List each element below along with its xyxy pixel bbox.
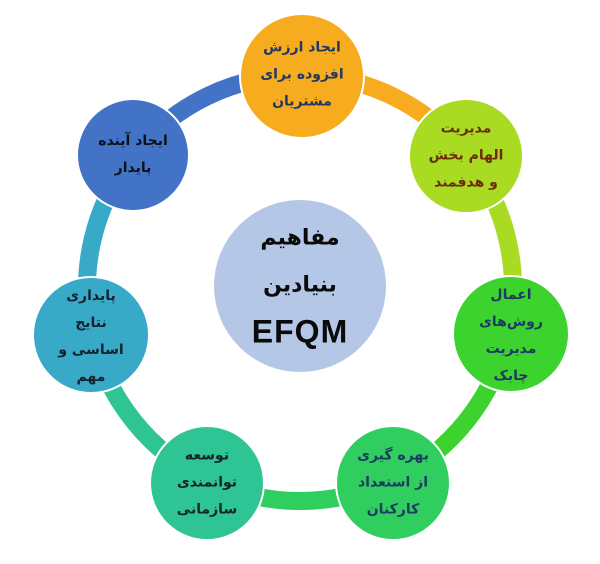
- label-line: الهام بخش: [428, 147, 504, 164]
- node-circle-employee-talent: [335, 425, 451, 541]
- label-line: از استعداد: [358, 474, 428, 491]
- label-line: اساسی و: [58, 342, 124, 358]
- label-line: ایجاد ارزش: [263, 39, 341, 56]
- label-line: سازمانی: [176, 501, 238, 518]
- node-circle-agile-methods: [452, 275, 570, 393]
- label-line: مدیریت: [485, 341, 537, 357]
- node-label-customer-value: ایجاد ارزش افزوده برای مشتریان: [236, 35, 368, 116]
- node-label-org-capability: توسعه توانمندی سازمانی: [141, 443, 273, 524]
- label-line: اعمال: [490, 287, 532, 303]
- label-line: پایدار: [114, 160, 152, 176]
- label-line: نتایج: [75, 315, 107, 331]
- label-line: بنیادین: [263, 272, 337, 298]
- label-line: مدیریت: [440, 120, 492, 137]
- label-line: مهم: [76, 369, 106, 385]
- node-circle-results-sustainability: [32, 276, 150, 394]
- label-line: ایجاد آینده: [98, 133, 168, 149]
- label-line: چابک: [493, 368, 529, 384]
- label-line: و هدفمند: [434, 174, 498, 191]
- node-label-employee-talent: بهره گیری از استعداد کارکنان: [327, 443, 459, 524]
- label-line: پایداری: [66, 288, 116, 304]
- efqm-wordmark: EFQM: [251, 313, 349, 350]
- node-label-results-sustainability: پایداری نتایج اساسی و مهم: [25, 283, 157, 391]
- label-line: مفاهیم: [260, 225, 340, 251]
- node-circle-sustainable-future: [76, 98, 190, 212]
- label-line: بهره گیری: [357, 447, 429, 464]
- label-line: کارکنان: [366, 501, 420, 518]
- node-circle-customer-value: [239, 13, 365, 139]
- label-line: افزوده برای: [260, 66, 344, 83]
- label-line: توانمندی: [176, 474, 238, 491]
- label-line: روش‌های: [479, 314, 543, 330]
- center-label-efqm-fundamental-concepts: مفاهیم بنیادین EFQM: [215, 215, 385, 356]
- label-line: توسعه: [184, 447, 230, 464]
- node-circle-inspiring-management: [408, 98, 524, 214]
- node-label-inspiring-management: مدیریت الهام بخش و هدفمند: [400, 116, 532, 197]
- node-circle-org-capability: [149, 425, 265, 541]
- node-label-sustainable-future: ایجاد آینده پایدار: [67, 128, 199, 182]
- center-circle-efqm: [214, 200, 386, 372]
- label-line: مشتریان: [272, 93, 332, 110]
- node-label-agile-methods: اعمال روش‌های مدیریت چابک: [445, 282, 577, 390]
